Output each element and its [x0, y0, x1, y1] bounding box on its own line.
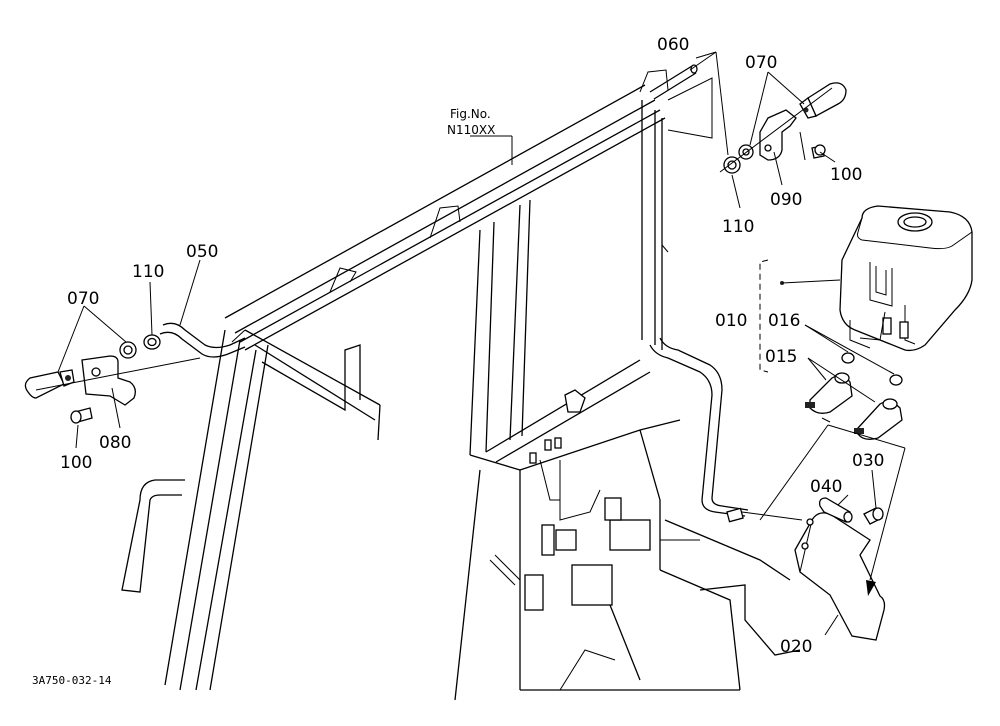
callout-020: 020: [780, 637, 812, 657]
washer-pumps: [805, 352, 903, 440]
cab-frame: [121, 69, 801, 701]
wiper-rod-right: [649, 64, 713, 139]
callout-100-left: 100: [60, 453, 92, 473]
callout-016: 016: [768, 311, 800, 331]
callout-070-left: 070: [67, 289, 99, 309]
figure-ref-line2: N110XX: [447, 123, 495, 137]
callout-040: 040: [810, 477, 842, 497]
leader-lines: [57, 51, 906, 636]
callout-090: 090: [770, 190, 802, 210]
callout-labels: 060 070 100 090 110 Fig.No. N110XX 010 0…: [32, 35, 884, 687]
callout-050: 050: [186, 242, 218, 262]
right-parts: [719, 82, 847, 174]
wiper-rod-left: [159, 322, 246, 358]
callout-110-right: 110: [722, 217, 754, 237]
mount-bracket: [794, 497, 886, 641]
callout-060: 060: [657, 35, 689, 55]
drawing-code: 3A750-032-14: [32, 674, 112, 687]
callout-110-left: 110: [132, 262, 164, 282]
callout-030: 030: [852, 451, 884, 471]
figure-ref-line1: Fig.No.: [450, 107, 491, 121]
callout-010: 010: [715, 311, 747, 331]
callout-100-right: 100: [830, 165, 862, 185]
left-parts: [24, 334, 201, 424]
washer-hose-routing: [649, 337, 803, 523]
callout-015: 015: [765, 347, 797, 367]
washer-tank: [839, 205, 973, 352]
callout-080: 080: [99, 433, 131, 453]
callout-070-right: 070: [745, 53, 777, 73]
